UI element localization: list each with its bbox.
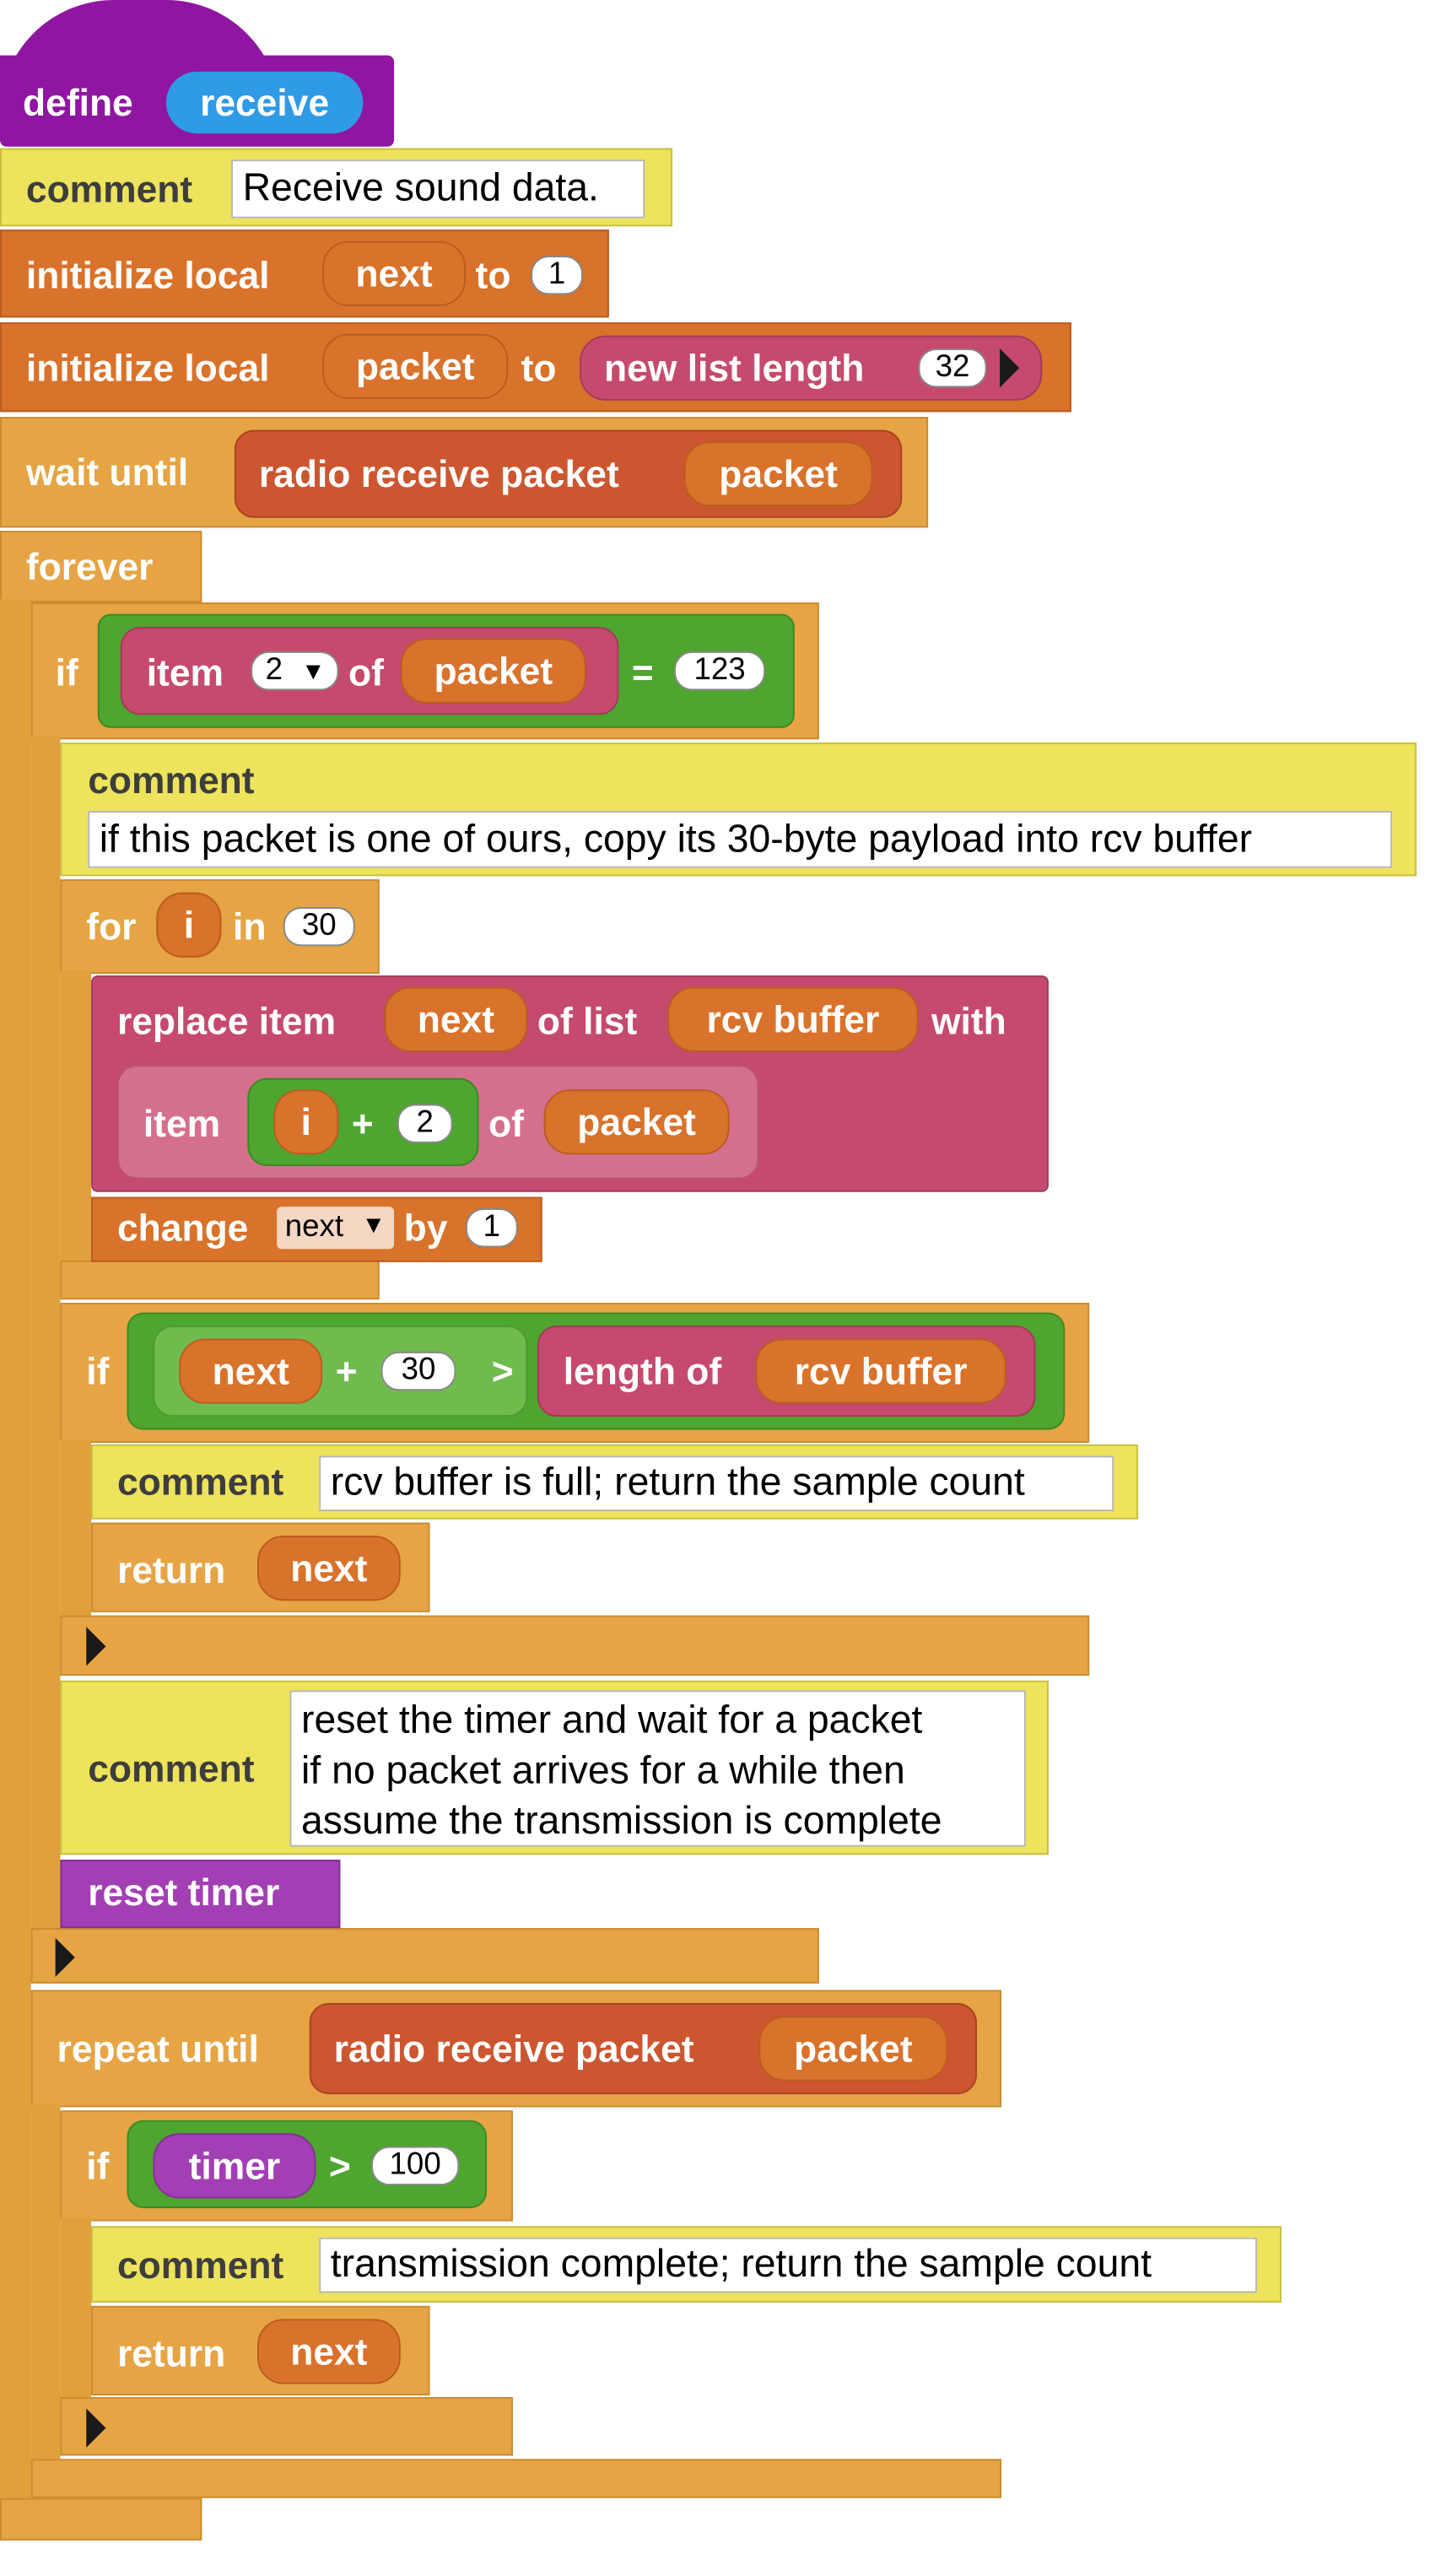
comment-text[interactable]: rcv buffer is full; return the sample co… — [319, 1455, 1114, 1512]
of-keyword: of — [488, 1102, 524, 1145]
next-pill[interactable]: next — [179, 1338, 323, 1404]
comment-keyword: comment — [25, 167, 193, 210]
variable-dropdown-value: next — [284, 1209, 344, 1245]
comment-keyword: comment — [88, 1747, 255, 1790]
i-pill[interactable]: i — [273, 1089, 339, 1155]
compare-value-input[interactable]: 123 — [674, 651, 766, 691]
comment-line: assume the transmission is complete — [301, 1799, 942, 1844]
comment-text[interactable]: reset the timer and wait for a packet if… — [289, 1690, 1026, 1847]
repeat-until-arm — [30, 2103, 61, 2463]
greater-than-operator: > — [328, 2144, 351, 2187]
comment-text[interactable]: if this packet is one of ours, copy its … — [88, 811, 1393, 868]
forever-block[interactable] — [0, 531, 202, 603]
equals-operator: = — [631, 651, 654, 694]
variable-dropdown[interactable]: next ▼ — [277, 1207, 395, 1250]
compare-value-input[interactable]: 100 — [371, 2146, 460, 2186]
by-keyword: by — [403, 1207, 448, 1250]
timer-reporter[interactable]: timer — [153, 2133, 316, 2199]
number-input[interactable]: 1 — [531, 256, 583, 295]
if-keyword: if — [55, 651, 78, 694]
for-arm — [60, 970, 92, 1264]
plus-operator: + — [335, 1349, 358, 1393]
add-value-input[interactable]: 2 — [397, 1104, 453, 1143]
reset-timer-keyword: reset timer — [88, 1871, 280, 1914]
change-keyword: change — [116, 1207, 249, 1250]
in-keyword: in — [232, 905, 267, 948]
comment-line: reset the timer and wait for a packet — [301, 1698, 923, 1743]
change-value-input[interactable]: 1 — [465, 1208, 518, 1248]
radio-receive-packet-label: radio receive packet — [258, 451, 619, 494]
variable-next-pill[interactable]: next — [322, 240, 466, 306]
return-keyword: return — [116, 1548, 226, 1591]
collapse-arrow-icon[interactable] — [86, 2408, 106, 2448]
plus-operator: + — [351, 1102, 374, 1145]
item-keyword: item — [146, 651, 224, 694]
repeat-until-footer — [30, 2459, 1001, 2498]
packet-argument-pill[interactable]: packet — [758, 2016, 948, 2082]
rcv-buffer-pill[interactable]: rcv buffer — [755, 1338, 1006, 1404]
if-footer — [60, 2396, 513, 2456]
return-keyword: return — [116, 2331, 226, 2374]
radio-receive-packet-label: radio receive packet — [333, 2026, 694, 2070]
for-keyword: for — [86, 905, 137, 948]
index-value: 2 — [265, 652, 283, 688]
wait-until-keyword: wait until — [25, 451, 189, 494]
packet-pill[interactable]: packet — [400, 638, 586, 704]
function-name-pill[interactable]: receive — [165, 71, 364, 134]
if-keyword: if — [86, 1349, 110, 1393]
initialize-local-keyword: initialize local — [25, 254, 270, 297]
comment-keyword: comment — [116, 2244, 284, 2287]
collapse-arrow-icon[interactable] — [55, 1937, 75, 1978]
forever-keyword: forever — [25, 545, 154, 588]
expand-arrow-icon[interactable] — [1000, 348, 1020, 388]
length-of-keyword: length of — [563, 1349, 722, 1393]
dropdown-arrow-icon: ▼ — [301, 657, 326, 686]
forever-arm — [0, 599, 31, 2502]
replace-item-keyword: replace item — [116, 1000, 337, 1043]
if-keyword: if — [86, 2144, 110, 2187]
initialize-local-keyword: initialize local — [25, 347, 270, 390]
to-keyword: to — [475, 254, 511, 297]
next-pill[interactable]: next — [256, 2319, 401, 2384]
for-footer — [60, 1260, 380, 1300]
next-pill[interactable]: next — [256, 1535, 401, 1601]
if-arm — [30, 736, 61, 1931]
item-keyword: item — [143, 1102, 221, 1145]
collapse-arrow-icon[interactable] — [86, 1627, 106, 1666]
loop-count-input[interactable]: 30 — [283, 907, 355, 947]
dropdown-arrow-icon: ▼ — [361, 1211, 386, 1239]
list-length-input[interactable]: 32 — [918, 348, 987, 388]
if-footer — [30, 1928, 819, 1984]
add-value-input[interactable]: 30 — [380, 1351, 456, 1391]
comment-line: if no packet arrives for a while then — [301, 1748, 905, 1793]
of-keyword: of — [348, 651, 384, 694]
variable-packet-pill[interactable]: packet — [322, 333, 509, 399]
loop-variable-i-pill[interactable]: i — [156, 892, 222, 958]
repeat-until-keyword: repeat until — [57, 2027, 259, 2071]
if-arm — [60, 1439, 92, 1619]
initialize-local-block[interactable] — [0, 230, 609, 318]
with-keyword: with — [931, 1000, 1006, 1043]
index-dropdown[interactable]: 2 ▼ — [251, 651, 339, 691]
define-keyword: define — [23, 81, 133, 124]
if-footer — [60, 1615, 1090, 1676]
comment-keyword: comment — [88, 759, 255, 802]
comment-text[interactable]: Receive sound data. — [231, 159, 645, 219]
next-pill[interactable]: next — [384, 986, 528, 1052]
forever-footer — [0, 2498, 202, 2541]
packet-pill[interactable]: packet — [543, 1089, 730, 1155]
to-keyword: to — [521, 347, 557, 390]
rcv-buffer-pill[interactable]: rcv buffer — [667, 986, 919, 1052]
comment-text[interactable]: transmission complete; return the sample… — [319, 2237, 1257, 2293]
new-list-length-label: new list length — [604, 346, 865, 389]
comment-keyword: comment — [116, 1461, 284, 1504]
greater-than-operator: > — [491, 1349, 514, 1393]
packet-argument-pill[interactable]: packet — [683, 441, 873, 507]
of-list-keyword: of list — [537, 1000, 638, 1043]
if-arm — [60, 2217, 92, 2400]
reset-timer-block[interactable] — [60, 1860, 341, 1929]
